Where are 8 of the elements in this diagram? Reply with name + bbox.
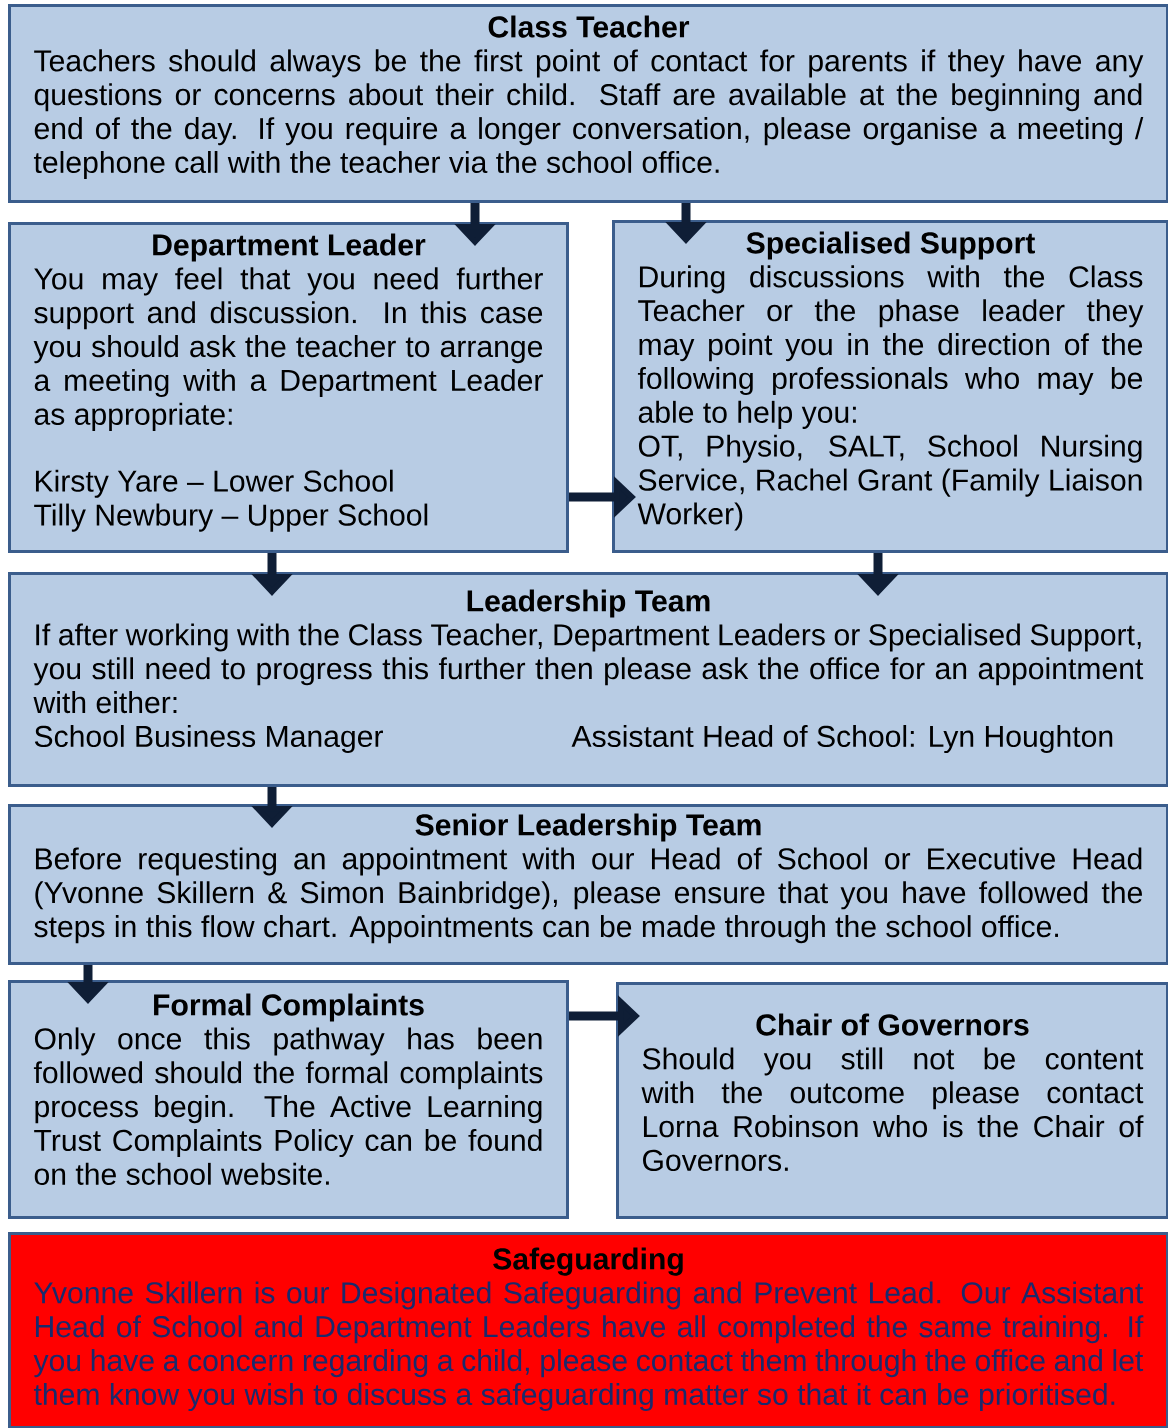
process-box: Chair of Governors Should you still not be content with the outcome please contact Lorna Robinson who is the Chair of Governors. [616,982,1168,1219]
process-box: Safeguarding Yvonne Skillern is our Designated Safeguarding and Prevent Lead. Our Assistant Head of School and Department Leaders have all completed the same training. If you have a concern regarding a child, please contact them through the office and let them know you wish to discuss a safeguarding matter so that it can be prioritised. [8,1232,1168,1428]
process-box: Department Leader You may feel that you need further support and discussion. In this case you should ask the teacher to arrange a meeting with a Department Leader as appropriate: Kirsty Yare – Lower School Tilly Newbury – Upper School [8,222,569,553]
process-box: Leadership Team If after working with the Class Teacher, Department Leaders or Specialised Support, you still need to progress this further then please ask the office for an appointment with either: School Business Manager Assistant Head of School: Lyn Houghton [8,572,1168,787]
process-box: Formal Complaints Only once this pathway has been followed should the formal complaints process begin. The Active Learning Trust Complaints Policy can be found on the school website. [8,980,569,1219]
process-box: Specialised Support During discussions with the Class Teacher or the phase leader they may point you in the direction of the following professionals who may be able to help you: OT, Physio, SALT, School Nursing Service, Rachel Grant (Family Liaison Worker) [612,220,1168,553]
process-box: Senior Leadership Team Before requesting an appointment with our Head of School or Executive Head (Yvonne Skillern & Simon Bainbridge), please ensure that you have followed the steps in this flow chart. Appointments can be made through the school office. [8,804,1168,965]
process-box: Class Teacher Teachers should always be the first point of contact for parents if they have any questions or concerns about their child. Staff are available at the beginning and end of the day. If you require a longer conversation, please organise a meeting / telephone call with the teacher via the school office. [8,4,1168,203]
